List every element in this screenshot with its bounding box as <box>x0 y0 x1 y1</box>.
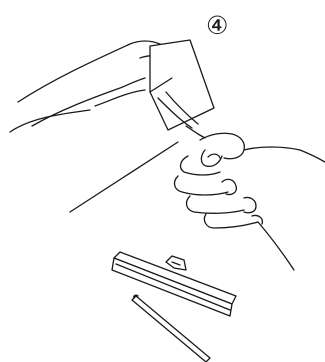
step-number: ④ <box>206 11 228 40</box>
sheet-edge-line <box>70 142 178 212</box>
right-hand-icon <box>175 133 325 270</box>
rod-icon <box>132 295 210 362</box>
film-sheet <box>150 40 214 138</box>
clip-holder-icon <box>112 252 236 316</box>
